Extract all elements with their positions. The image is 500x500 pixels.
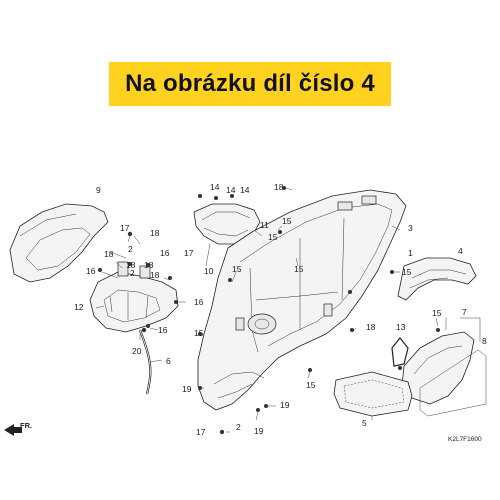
title-banner: Na obrázku díl číslo 4 [109,62,391,106]
callout-15f: 15 [194,328,204,338]
callout-18d: 18 [144,260,154,270]
callout-10: 10 [204,266,214,276]
callout-17b: 17 [184,248,194,258]
callout-15d: 15 [294,264,304,274]
part-3-luggage-box [197,189,407,411]
callout-4: 4 [458,246,463,256]
leader-lines [95,187,481,433]
callout-12: 12 [74,302,84,312]
callout-1: 1 [408,248,413,258]
callout-16b: 16 [160,248,170,258]
banner-title: Na obrázku díl číslo 4 [125,70,375,97]
callout-19b: 19 [280,400,290,410]
callout-labels: 9 17 18 2 18 16 18 2 18 18 16 17 12 16 1… [74,182,487,437]
callout-16d: 16 [158,325,168,335]
front-direction-arrow: FR. [4,421,32,436]
callout-15a: 15 [232,264,242,274]
direction-label: FR. [20,421,32,430]
fasteners [98,186,440,435]
callout-11: 11 [260,220,269,230]
callout-16c: 16 [194,297,204,307]
part-12-bracket [89,261,179,333]
callout-2b: 2 [130,268,135,278]
part-13-strap [391,337,409,367]
callout-18c: 18 [126,260,136,270]
callout-6: 6 [166,356,171,366]
callout-19c: 19 [254,426,264,436]
callout-18a: 18 [150,228,160,238]
callout-19a: 19 [182,384,192,394]
callout-18b: 18 [104,249,114,259]
callout-18g: 18 [366,322,376,332]
callout-2a: 2 [128,244,133,254]
part-6-hose [138,329,152,395]
callout-18e: 18 [150,270,160,280]
callout-5: 5 [362,418,367,428]
callout-17c: 17 [196,427,206,437]
callout-13: 13 [396,322,406,332]
callout-14b: 14 [226,185,236,195]
callout-18f: 18 [274,182,284,192]
part-5-mat [333,371,413,417]
callout-15h: 15 [432,308,442,318]
diagram-code: K2L7F1600 [448,436,482,443]
callout-20: 20 [132,346,142,356]
callout-14c: 14 [240,185,250,195]
part-9-cover [9,203,109,283]
callout-9: 9 [96,185,101,195]
callout-16a: 16 [86,266,96,276]
part-10-inner-cover [193,203,261,245]
callout-14a: 14 [210,182,220,192]
callout-15b: 15 [282,216,292,226]
callout-3: 3 [408,223,413,233]
callout-15c: 15 [268,232,278,242]
callout-8: 8 [482,336,487,346]
part-8-seal [419,349,487,417]
callout-15g: 15 [306,380,316,390]
callout-15e: 15 [402,267,412,277]
callout-2c: 2 [236,422,241,432]
part-4-trim [397,257,477,301]
callout-7: 7 [462,307,467,317]
callout-17a: 17 [120,223,130,233]
part-7-side-lid [401,331,475,405]
